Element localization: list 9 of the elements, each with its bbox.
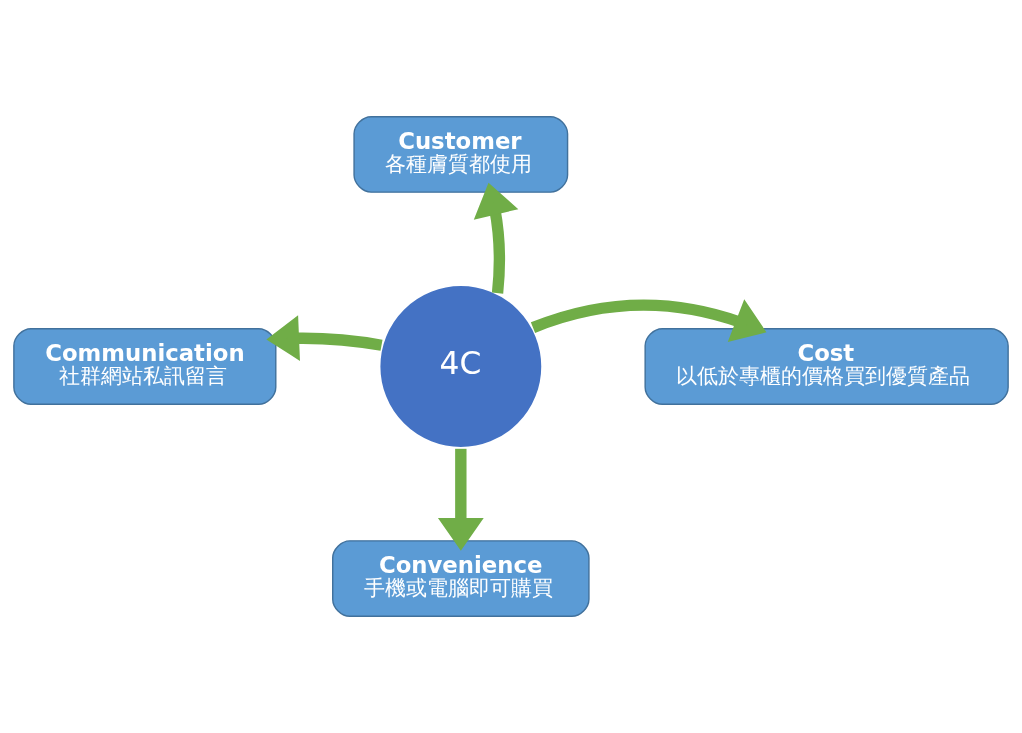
node-circle: 4C bbox=[377, 283, 545, 450]
arrow bbox=[437, 448, 484, 551]
node-box: Convenience 手機或電腦即可購買 bbox=[332, 540, 590, 617]
arrow bbox=[473, 182, 519, 294]
node-box: Customer 各種膚質都使用 bbox=[353, 116, 569, 193]
arrow bbox=[531, 299, 767, 342]
node-box: Cost 以低於專櫃的價格買到優質產品 bbox=[644, 328, 1009, 405]
arrow bbox=[266, 315, 383, 361]
node-box: Communication 社群網站私訊留言 bbox=[13, 328, 277, 405]
